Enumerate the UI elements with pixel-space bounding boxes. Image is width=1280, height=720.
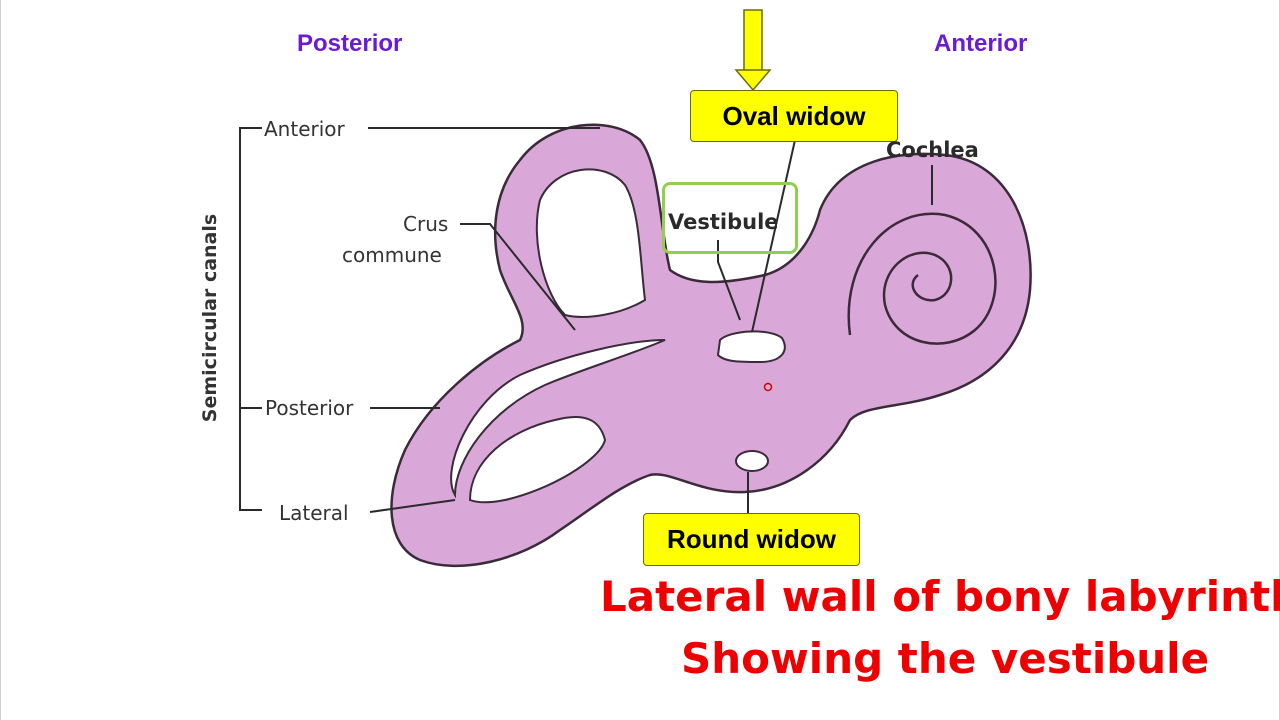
crus-label-line1: Crus	[403, 212, 449, 236]
anterior-canal-lumen	[535, 168, 647, 318]
orientation-anterior: Anterior	[934, 30, 1028, 57]
leader-lines	[239, 127, 933, 514]
anterior-canal-label: Anterior	[264, 117, 345, 141]
cochlea-spiral	[847, 212, 997, 345]
round-window-callout: Round widow	[643, 513, 860, 566]
cochlea-label: Cochlea	[886, 138, 979, 162]
orientation-posterior: Posterior	[297, 30, 403, 57]
posterior-canal-label: Posterior	[265, 396, 354, 420]
round-window-opening	[735, 450, 769, 472]
cursor-dot	[763, 382, 773, 392]
lateral-canal-lumen	[468, 415, 607, 504]
posterior-canal-lumen	[450, 339, 666, 499]
oval-window-callout: Oval widow	[690, 90, 898, 142]
vestibule-label: Vestibule	[668, 210, 779, 234]
caption-line1: Lateral wall of bony labyrinth	[600, 572, 1280, 621]
caption-line2: Showing the vestibule	[681, 634, 1210, 683]
oval-window-opening	[716, 330, 786, 364]
down-arrow-icon	[734, 9, 772, 92]
lateral-canal-label: Lateral	[279, 501, 349, 525]
semicircular-canals-label: Semicircular canals	[199, 213, 221, 423]
vestibule-highlight-box	[662, 182, 798, 254]
crus-label-line2: commune	[342, 243, 442, 267]
